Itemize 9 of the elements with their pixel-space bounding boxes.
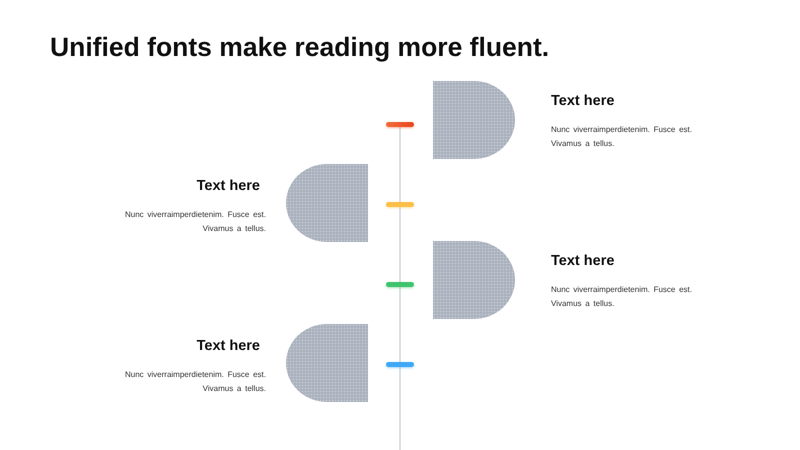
item-heading: Text here <box>551 93 614 110</box>
item-description: Nunc viverraimperdietenim. Fusce est. Vivamus a tellus. <box>124 369 266 395</box>
slide-title: Unified fonts make reading more fluent. <box>50 31 550 63</box>
item-description: Nunc viverraimperdietenim. Fusce est. Vivamus a tellus. <box>551 284 693 310</box>
item-description: Nunc viverraimperdietenim. Fusce est. Vivamus a tellus. <box>551 124 693 150</box>
item-heading: Text here <box>196 338 260 355</box>
item-heading: Text here <box>196 178 260 195</box>
item-description: Nunc viverraimperdietenim. Fusce est. Vivamus a tellus. <box>124 209 266 235</box>
item-heading: Text here <box>551 253 614 270</box>
